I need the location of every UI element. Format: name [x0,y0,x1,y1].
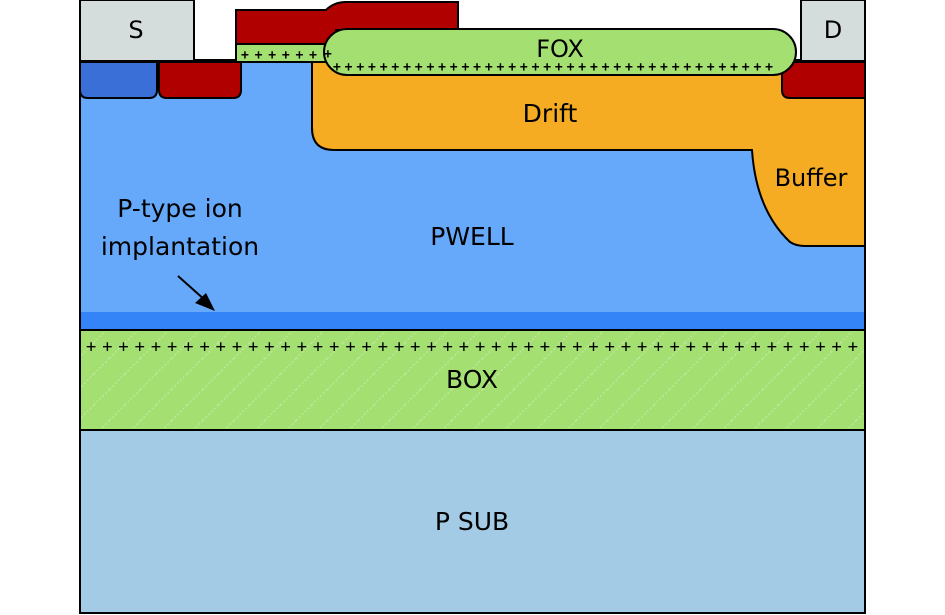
fox-corner-charge: + [324,47,332,62]
fox-label: FOX [536,35,584,63]
implant-arrow-icon [177,275,215,311]
buffer-label: Buffer [775,164,848,192]
source-n-plus [158,61,242,99]
drift-region [311,61,866,247]
drain-n-plus [781,61,866,99]
source-label: S [128,16,143,44]
implant-label-line1: P-type ion [117,194,242,223]
drain-contact [800,0,866,62]
drain-label: D [824,16,842,44]
psub-region [79,429,866,614]
drift-label: Drift [523,99,578,128]
box-label: BOX [446,365,498,394]
psub-label: P SUB [435,507,509,536]
source-p-plus [79,61,158,99]
p-implant-layer [81,312,864,329]
box-top-charges: + + + + + + + + + + + + + + + + + + + + … [86,337,858,357]
source-contact [79,0,195,62]
box-region [79,329,866,431]
fox-region [323,28,797,76]
pwell-label: PWELL [430,222,514,251]
implant-label-line2: implantation [101,232,259,261]
